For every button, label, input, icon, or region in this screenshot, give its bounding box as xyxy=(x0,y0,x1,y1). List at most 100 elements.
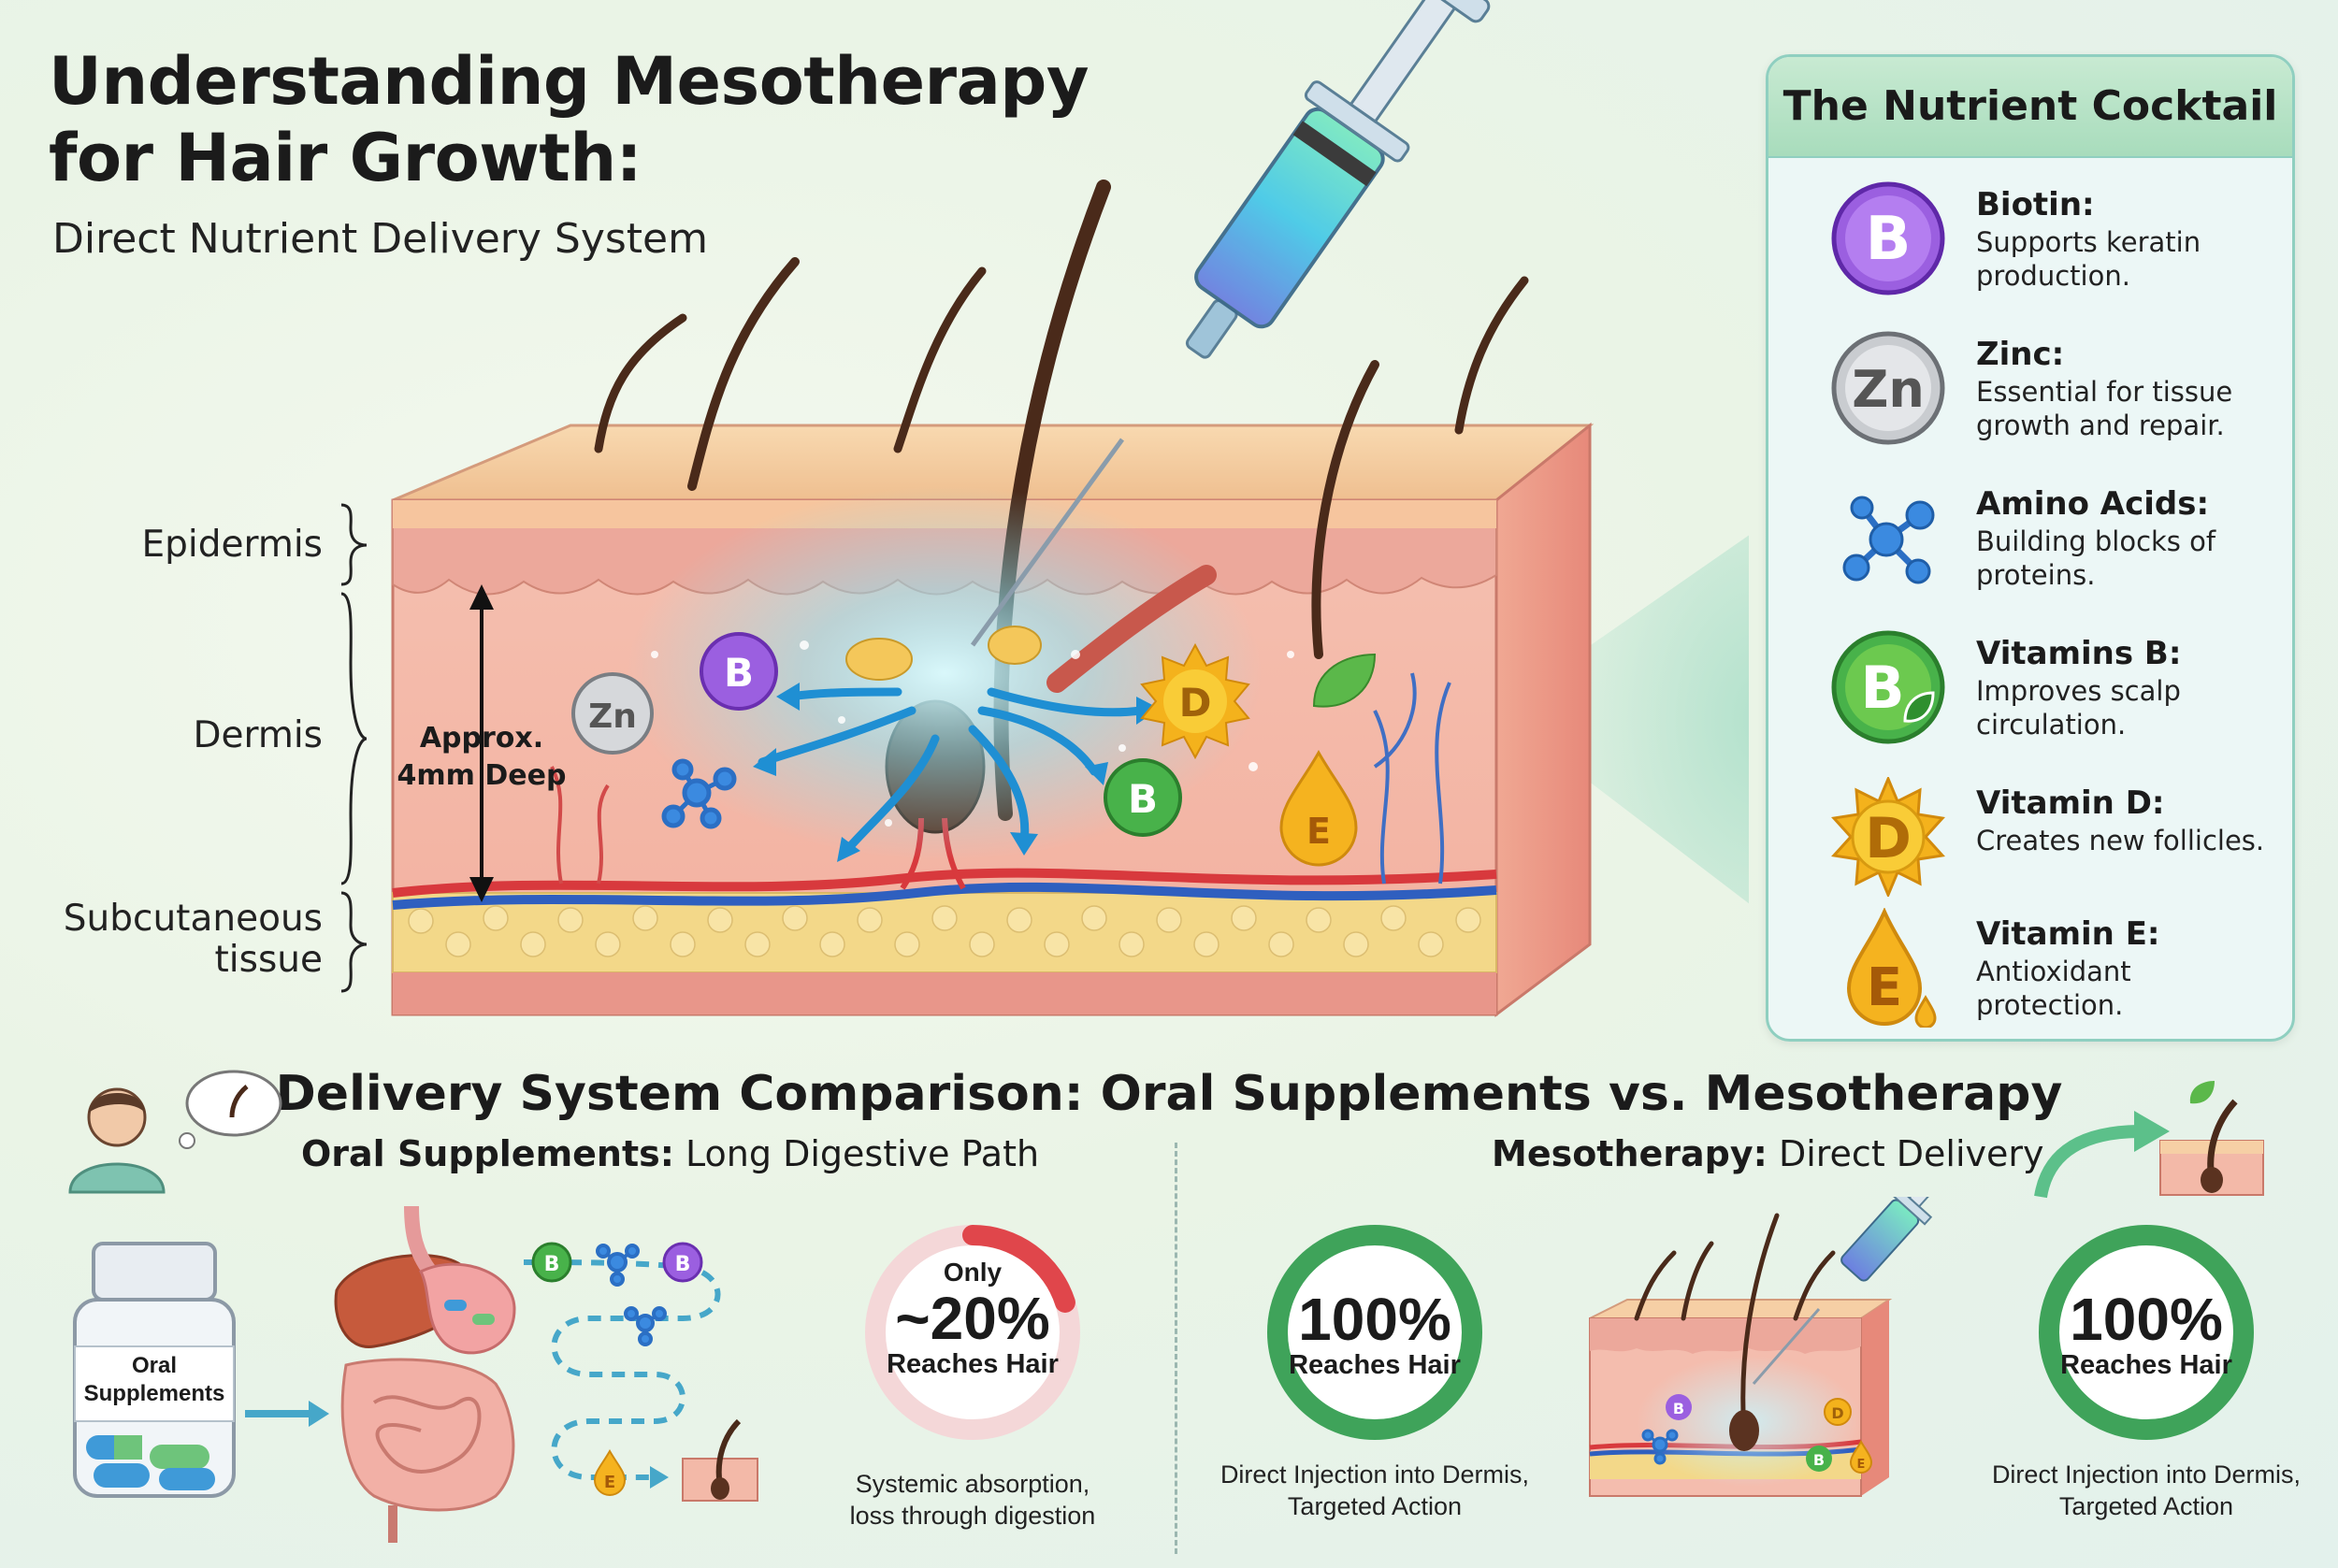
nutrient-name: Amino Acids: xyxy=(1976,485,2210,523)
biotin-orb-icon: B xyxy=(1831,181,1945,295)
meso-ring-text: 100% Reaches Hair xyxy=(1263,1288,1487,1381)
amino-acid-molecule xyxy=(661,758,737,829)
sun-icon: D xyxy=(1831,777,1945,897)
growth-result-icon xyxy=(2034,1081,2264,1199)
path-molecule-icon-2 xyxy=(624,1306,667,1346)
vitamin-e-particle: E xyxy=(1279,749,1358,867)
nutrient-desc: Creates new follicles. xyxy=(1976,825,2265,856)
oral-absorption-ring xyxy=(865,1225,1080,1440)
svg-text:Zn: Zn xyxy=(588,698,637,736)
oral-path-label-rest: Long Digestive Path xyxy=(673,1133,1040,1174)
svg-text:E: E xyxy=(1857,1458,1866,1472)
stomach-icon xyxy=(418,1262,516,1355)
bottle-label-line-2: Supplements xyxy=(83,1381,225,1406)
svg-text:B: B xyxy=(724,650,754,696)
svg-text:E: E xyxy=(1306,811,1331,852)
oral-path-label-bold: Oral Supplements: xyxy=(301,1133,674,1174)
capillaries-right xyxy=(1373,672,1451,885)
layer-braces xyxy=(340,503,368,993)
svg-text:B: B xyxy=(675,1253,691,1276)
nutrient-name: Vitamin E: xyxy=(1976,915,2160,953)
meso-ring-text-2: 100% Reaches Hair xyxy=(2034,1288,2259,1381)
oral-caption: Systemic absorption, loss through digest… xyxy=(823,1468,1122,1532)
nutrient-item-vitamin-e: E Vitamin E: Antioxidant protection. xyxy=(1768,908,2292,1039)
nutrient-item-biotin: B Biotin: Supports keratin production. xyxy=(1768,179,2292,319)
depth-label-line-1: Approx. xyxy=(419,722,544,755)
nutrient-item-zinc: Zn Zinc: Essential for tissue growth and… xyxy=(1768,328,2292,468)
label-subcutaneous: Subcutaneous xyxy=(63,898,323,940)
bottle-label: Oral Supplements xyxy=(75,1352,234,1408)
person-thinking-icon xyxy=(68,1070,282,1194)
title-line-2: for Hair Growth: xyxy=(49,120,642,196)
supplement-bottle-icon xyxy=(73,1242,236,1498)
intestines-icon xyxy=(340,1358,515,1512)
mini-molecule-icon xyxy=(1641,1429,1679,1465)
skin-cross-section-diagram: Zn B B D E xyxy=(340,0,1749,1017)
leaf-particle xyxy=(1312,653,1377,708)
depth-label-line-2: 4mm Deep xyxy=(397,759,567,792)
mini-biotin-particle: B xyxy=(1666,1394,1692,1420)
capillaries-left xyxy=(550,766,610,885)
panel-title: The Nutrient Cocktail xyxy=(1768,57,2292,158)
vitamin-b-particle: B xyxy=(1104,758,1182,837)
path-biotin-particle: B xyxy=(531,1242,572,1283)
zinc-orb-icon: Zn xyxy=(1831,331,1945,445)
meso-ring-percent: 100% xyxy=(1298,1286,1451,1353)
label-tissue: tissue xyxy=(214,939,323,981)
oral-path-heading: Oral Supplements: Long Digestive Path xyxy=(301,1133,1039,1174)
label-epidermis: Epidermis xyxy=(141,524,323,566)
title-line-1: Understanding Mesotherapy xyxy=(49,43,1090,120)
svg-text:B: B xyxy=(1813,1451,1825,1469)
digestive-path-diagram: B B E xyxy=(245,1205,758,1543)
nutrient-cocktail-panel: The Nutrient Cocktail B Biotin: Supports… xyxy=(1766,54,2295,1042)
svg-text:E: E xyxy=(604,1473,615,1492)
sparkle-dots xyxy=(651,640,1294,827)
section-divider xyxy=(1175,1143,1177,1554)
zoom-beam xyxy=(1496,535,1749,904)
path-vitamin-e-particle: E xyxy=(593,1448,627,1496)
meso-path-label-rest: Direct Delivery xyxy=(1767,1133,2044,1174)
svg-text:Zn: Zn xyxy=(1852,360,1925,419)
meso-ring-bottom: Reaches Hair xyxy=(1289,1350,1461,1380)
nutrient-desc: Antioxidant protection. xyxy=(1976,956,2131,1021)
artery xyxy=(392,868,1497,898)
vitamin-b-leaf-icon: B xyxy=(1831,630,1945,744)
arrector-pili-muscle xyxy=(1046,565,1217,693)
muscle-layer xyxy=(393,972,1496,1014)
nutrient-name: Vitamin D: xyxy=(1976,784,2165,822)
diffusion-arrows xyxy=(758,687,1146,856)
molecule-icon xyxy=(1842,496,1935,584)
meso-caption: Direct Injection into Dermis, Targeted A… xyxy=(1206,1459,1543,1522)
meso-ring-progress xyxy=(1267,1225,1482,1440)
nutrient-desc: Building blocks of proteins. xyxy=(1976,525,2216,591)
path-molecule-icon xyxy=(596,1244,640,1287)
skin-side-face xyxy=(1494,422,1592,1017)
nutrient-item-amino-acids: Amino Acids: Building blocks of proteins… xyxy=(1768,478,2292,618)
vein xyxy=(392,882,1497,910)
svg-text:D: D xyxy=(1865,806,1912,871)
meso-absorption-ring xyxy=(1267,1225,1482,1440)
mini-vitamin-d-particle: D xyxy=(1824,1398,1852,1426)
svg-text:B: B xyxy=(1866,205,1912,274)
svg-text:B: B xyxy=(1860,654,1904,722)
zinc-particle: Zn xyxy=(571,672,654,755)
oral-caption-line-1: Systemic absorption, xyxy=(855,1470,1090,1498)
meso-caption-2: Direct Injection into Dermis, Targeted A… xyxy=(1973,1459,2319,1522)
oral-ring-text: Only ~20% Reaches Hair xyxy=(860,1258,1085,1380)
bottle-label-line-1: Oral xyxy=(131,1353,178,1378)
meso-caption-2-line-1: Direct Injection into Dermis, xyxy=(1991,1460,2302,1489)
nutrient-desc: Essential for tissue growth and repair. xyxy=(1976,376,2233,441)
svg-text:B: B xyxy=(544,1253,560,1276)
nutrient-desc: Supports keratin production. xyxy=(1976,226,2201,292)
sebaceous-gland-left xyxy=(845,638,913,681)
oral-ring-progress xyxy=(865,1225,1080,1440)
depth-label: Approx. 4mm Deep xyxy=(393,720,570,795)
fat-cells xyxy=(408,905,1481,957)
nutrient-desc: Improves scalp circulation. xyxy=(1976,675,2181,741)
nutrient-name: Zinc: xyxy=(1976,336,2065,373)
meso-caption-line-1: Direct Injection into Dermis, xyxy=(1220,1460,1530,1489)
meso-ring-bottom-2: Reaches Hair xyxy=(2060,1350,2232,1380)
vitamin-d-particle: D xyxy=(1140,642,1250,760)
meso-caption-2-line-2: Targeted Action xyxy=(2058,1492,2234,1520)
label-dermis: Dermis xyxy=(193,714,323,756)
